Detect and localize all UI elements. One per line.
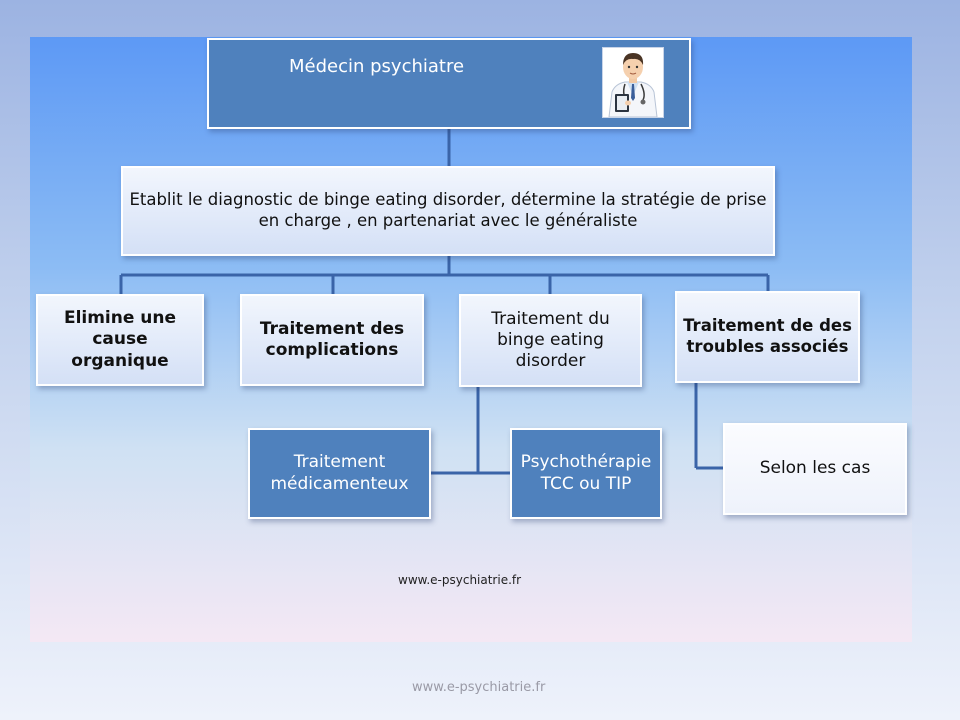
sub-case-label: Selon les cas <box>759 458 871 479</box>
watermark-footer: www.e-psychiatrie.fr <box>412 680 546 695</box>
branch-complications-box: Traitement des complications <box>240 294 424 386</box>
branch-binge-label: Traitement du binge eating disorder <box>491 308 610 372</box>
doctor-icon <box>602 47 664 118</box>
branch-binge-box: Traitement du binge eating disorder <box>459 294 642 387</box>
diagnostic-box: Etablit le diagnostic de binge eating di… <box>121 166 775 256</box>
branch-organic-label: Elimine une cause organique <box>63 308 177 371</box>
branch-associated-box: Traitement de des troubles associés <box>675 291 860 383</box>
watermark-inner: www.e-psychiatrie.fr <box>398 573 522 587</box>
diagnostic-text: Etablit le diagnostic de binge eating di… <box>129 190 767 230</box>
branch-complications-label: Traitement des complications <box>259 318 405 360</box>
branch-associated-label: Traitement de des troubles associés <box>683 316 852 356</box>
sub-case-box: Selon les cas <box>723 423 907 515</box>
psychiatrist-title: Médecin psychiatre <box>289 56 465 77</box>
psychiatrist-box: Médecin psychiatre <box>207 38 691 129</box>
branch-organic-box: Elimine une cause organique <box>36 294 204 386</box>
sub-medication-box: Traitement médicamenteux <box>248 428 431 519</box>
sub-medication-label: Traitement médicamenteux <box>270 452 409 494</box>
sub-psychotherapy-box: Psychothérapie TCC ou TIP <box>510 428 662 519</box>
sub-psychotherapy-label: Psychothérapie TCC ou TIP <box>520 452 652 494</box>
